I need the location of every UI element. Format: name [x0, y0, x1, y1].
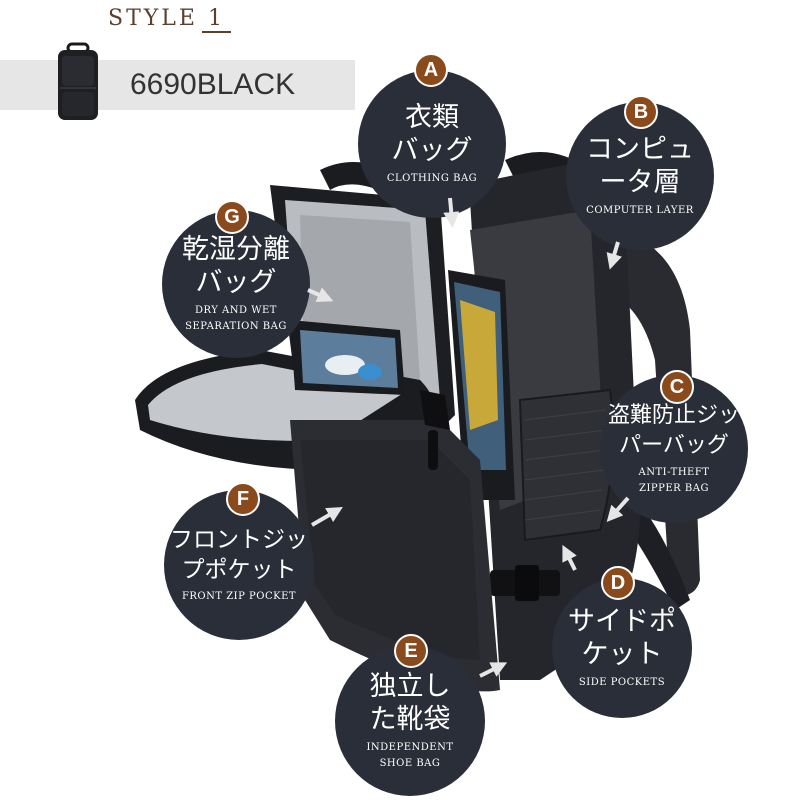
badge-g: G — [215, 200, 249, 234]
callout-f-en: FRONT ZIP POCKET — [181, 591, 297, 602]
callout-g-jp: 乾湿分離 バッグ — [182, 234, 290, 298]
callout-b-en: COMPUTER LAYER — [586, 205, 694, 216]
callout-b-jp: コンピュ ータ層 — [586, 134, 694, 198]
style-number: 1 — [201, 6, 231, 33]
callout-side-pockets: サイドポ ケット SIDE POCKETS — [552, 578, 692, 718]
style-prefix: STYLE — [108, 6, 198, 31]
callout-clothing-bag: 衣類 バッグ CLOTHING BAG — [358, 70, 506, 218]
callout-d-jp: サイドポ ケット — [568, 606, 676, 670]
callout-g-en: DRY AND WET SEPARATION BAG — [185, 305, 287, 332]
callout-c-en: ANTI-THEFT ZIPPER BAG — [638, 467, 710, 494]
callout-a-en: CLOTHING BAG — [386, 173, 478, 184]
callout-shoe-bag: 独立し た靴袋 INDEPENDENT SHOE BAG — [335, 646, 485, 796]
callout-c-jp: 盗難防止ジッ パーバッグ — [607, 403, 740, 458]
badge-c: C — [660, 370, 694, 404]
callout-a-jp: 衣類 バッグ — [391, 102, 473, 166]
badge-a: A — [414, 53, 448, 87]
callout-e-en: INDEPENDENT SHOE BAG — [366, 742, 454, 769]
badge-b: B — [624, 95, 658, 129]
badge-d: D — [601, 566, 635, 600]
callout-dry-wet-bag: 乾湿分離 バッグ DRY AND WET SEPARATION BAG — [162, 210, 310, 358]
callout-f-jp: フロントジッ プポケット — [170, 527, 308, 583]
callout-e-jp: 独立し た靴袋 — [369, 671, 451, 735]
backpack-thumbnail — [58, 42, 98, 120]
model-label: 6690BLACK — [130, 68, 296, 101]
badge-f: F — [226, 482, 260, 516]
badge-e: E — [394, 634, 428, 668]
callout-d-en: SIDE POCKETS — [578, 677, 666, 688]
